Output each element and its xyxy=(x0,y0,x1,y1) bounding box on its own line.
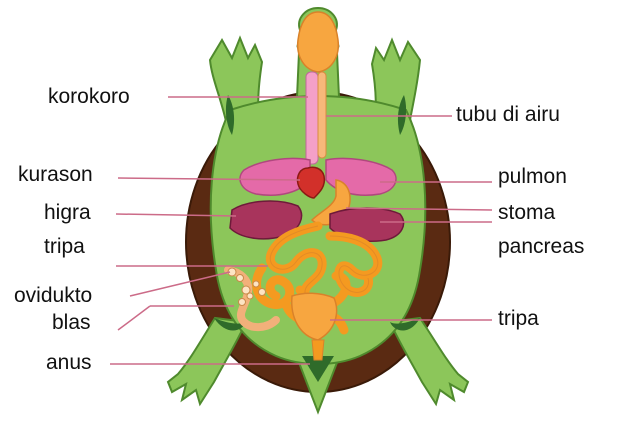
label-anus: anus xyxy=(46,352,92,374)
label-blas: blas xyxy=(52,312,91,334)
esophagus xyxy=(318,72,326,158)
label-korokoro: korokoro xyxy=(48,86,130,108)
label-stoma: stoma xyxy=(498,202,555,224)
back-left-leg xyxy=(168,318,246,404)
label-higra: higra xyxy=(44,202,91,224)
cloaca xyxy=(312,340,324,360)
label-kurason: kurason xyxy=(18,164,93,186)
label-ovidukto: ovidukto xyxy=(14,285,92,307)
back-right-leg xyxy=(390,318,468,404)
label-tripa-left: tripa xyxy=(44,236,85,258)
trachea xyxy=(306,72,318,164)
label-pulmon: pulmon xyxy=(498,166,567,188)
label-tripa-right: tripa xyxy=(498,308,539,330)
leader-blas xyxy=(118,306,150,330)
label-pancreas: pancreas xyxy=(498,236,584,258)
head-organ xyxy=(298,12,339,72)
label-tubu-di-airu: tubu di airu xyxy=(456,104,560,126)
